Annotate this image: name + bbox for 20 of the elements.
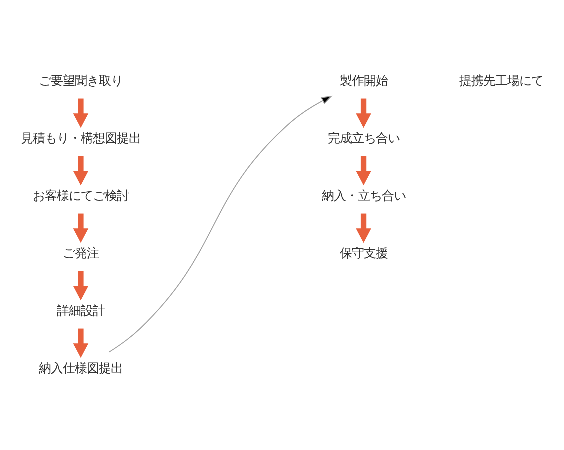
arrow [356,156,372,186]
arrow [73,328,89,358]
node-text: 見積もり・構想図提出 [20,130,141,145]
arrow [356,213,372,243]
node-text: 完成立ち合い [328,130,400,145]
node-text: ご要望聞き取り [38,73,123,88]
arrow [73,270,89,300]
node-text: 製作開始 [340,73,388,88]
arrow [108,95,333,352]
node-text: ご発注 [62,246,99,260]
arrow [73,156,89,186]
node-text: お客様にてご検討 [32,188,129,202]
arrow [73,98,89,128]
arrow [356,98,372,128]
node-text: 保守支援 [340,246,388,260]
label: 提携先工場にて [459,73,544,88]
arrow [73,213,89,243]
node-text: 納入仕様図提出 [38,360,123,375]
node-text: 納入・立ち合い [322,188,406,202]
node-text: 詳細設計 [56,303,105,318]
